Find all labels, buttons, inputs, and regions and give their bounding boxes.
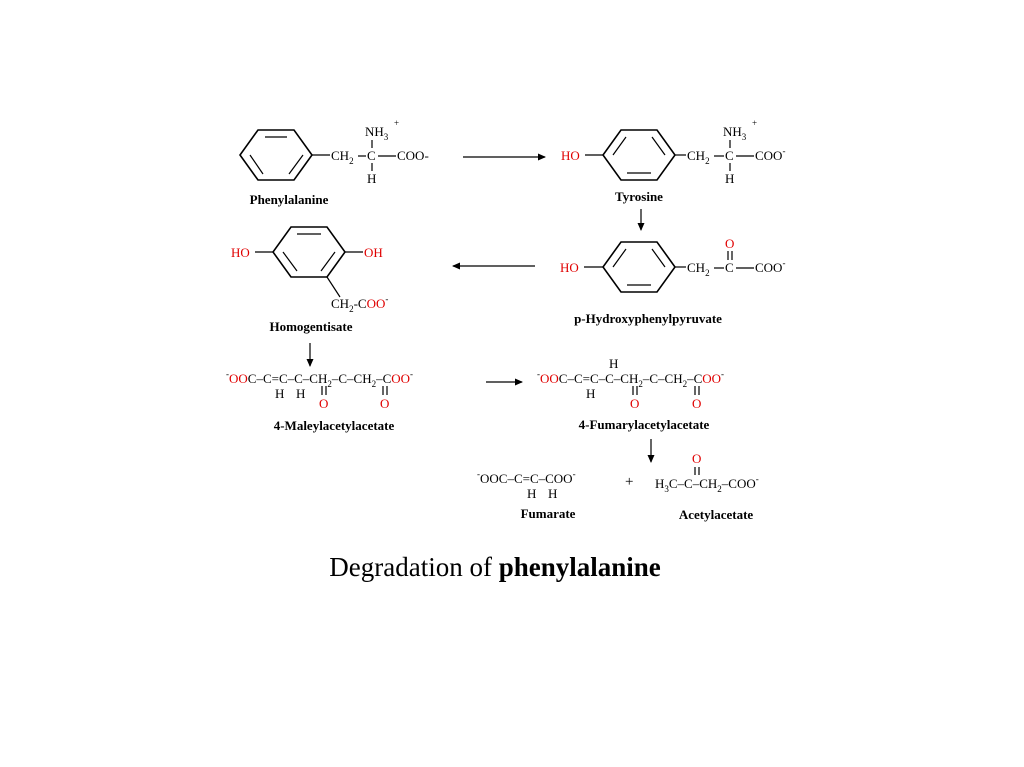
benzene-ring: [239, 129, 313, 181]
svg-text:C: C: [367, 148, 376, 163]
label-phenylalanine: Phenylalanine: [250, 192, 329, 207]
svg-text:COO-: COO-: [755, 258, 785, 275]
svg-text:H: H: [586, 386, 595, 401]
fumarate-structure: -OOC–C=C–COO- H H: [477, 469, 576, 501]
svg-text:CH2-COO-: CH2-COO-: [331, 294, 388, 314]
svg-text:CH2: CH2: [687, 148, 710, 166]
svg-text:H: H: [725, 171, 734, 186]
svg-text:O: O: [692, 396, 701, 411]
svg-text:+: +: [752, 118, 757, 128]
label-acetylacetate: Acetylacetate: [679, 507, 754, 522]
svg-text:NH3: NH3: [365, 124, 389, 142]
svg-text:O: O: [319, 396, 328, 411]
svg-text:O: O: [630, 396, 639, 411]
svg-text:O: O: [725, 236, 734, 251]
svg-text:CH2: CH2: [687, 260, 710, 278]
label-fumarylacetylacetate: 4-Fumarylacetylacetate: [579, 417, 710, 432]
svg-text:C: C: [725, 260, 734, 275]
svg-text:H3C–C–CH2–COO-: H3C–C–CH2–COO-: [655, 474, 759, 494]
svg-text:COO-: COO-: [755, 146, 785, 163]
plus-sign: +: [625, 474, 633, 490]
svg-text:H: H: [527, 486, 536, 501]
svg-text:H: H: [548, 486, 557, 501]
svg-text:HO: HO: [561, 148, 580, 163]
svg-text:H: H: [275, 386, 284, 401]
label-fumarate: Fumarate: [521, 506, 576, 521]
svg-text:-OOC–C=C–COO-: -OOC–C=C–COO-: [477, 469, 576, 486]
svg-text:COO-: COO-: [397, 148, 429, 163]
svg-text:HO: HO: [231, 245, 250, 260]
svg-text:H: H: [367, 171, 376, 186]
svg-text:OH: OH: [364, 245, 383, 260]
label-hydroxyphenylpyruvate: p-Hydroxyphenylpyruvate: [574, 311, 722, 326]
maleylacetylacetate-structure: -OOC–C=C–C–CH2–C–CH2–COO- H H O O: [226, 369, 413, 411]
acetylacetate-structure: O H3C–C–CH2–COO-: [655, 451, 759, 494]
title-prefix: Degradation of: [329, 552, 499, 582]
homogentisate-structure: HO OH CH2-COO-: [231, 226, 388, 314]
svg-text:H: H: [609, 356, 618, 371]
label-homogentisate: Homogentisate: [269, 319, 352, 334]
page-title: Degradation of phenylalanine: [0, 552, 990, 583]
svg-text:CH2: CH2: [331, 148, 354, 166]
svg-text:NH3: NH3: [723, 124, 747, 142]
svg-text:O: O: [692, 451, 701, 466]
svg-text:H: H: [296, 386, 305, 401]
hydroxyphenylpyruvate-structure: HO CH2 C O COO-: [560, 236, 785, 293]
fumarylacetylacetate-structure: H -OOC–C=C–C–CH2–C–CH2–COO- H O O: [537, 356, 724, 411]
svg-text:C: C: [725, 148, 734, 163]
svg-text:+: +: [394, 118, 399, 128]
svg-text:-OOC–C=C–C–CH2–C–CH2–COO-: -OOC–C=C–C–CH2–C–CH2–COO-: [226, 369, 413, 389]
title-emphasis: phenylalanine: [498, 552, 661, 582]
svg-text:HO: HO: [560, 260, 579, 275]
label-tyrosine: Tyrosine: [615, 189, 663, 204]
svg-text:O: O: [380, 396, 389, 411]
label-maleylacetylacetate: 4-Maleylacetylacetate: [274, 418, 395, 433]
svg-text:-OOC–C=C–C–CH2–C–CH2–COO-: -OOC–C=C–C–CH2–C–CH2–COO-: [537, 369, 724, 389]
tyrosine-structure: HO CH2 C NH3 + H COO-: [561, 118, 785, 186]
phenylalanine-structure: CH2 C NH3 + H COO-: [239, 118, 429, 186]
